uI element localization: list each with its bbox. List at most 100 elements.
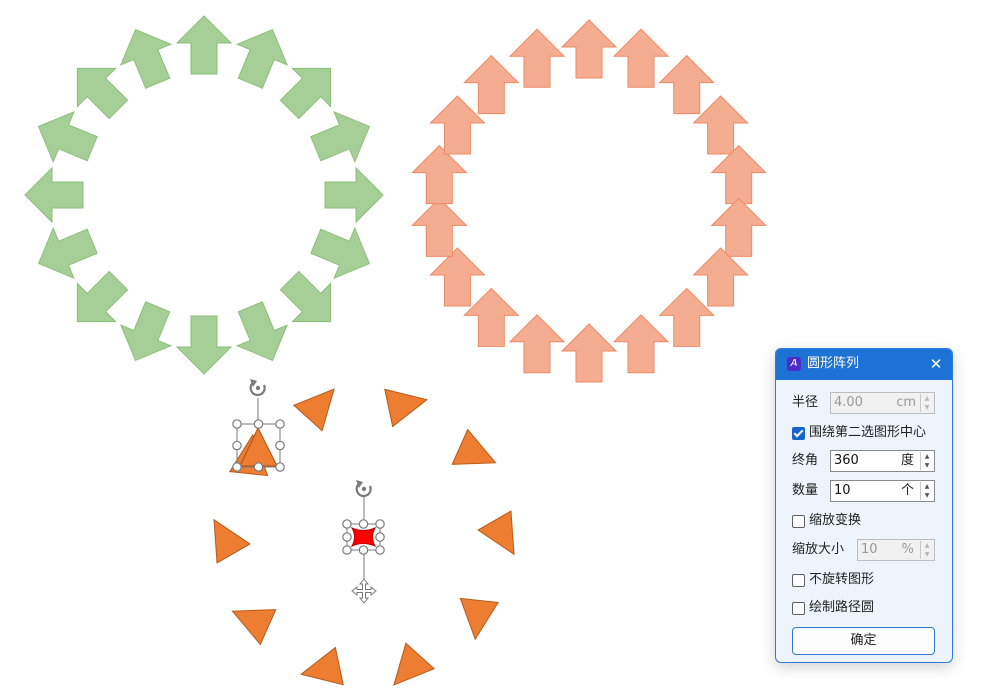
salmon-arrow[interactable]	[692, 247, 749, 307]
resize-handle[interactable]	[275, 462, 285, 472]
green-arrow[interactable]	[225, 296, 297, 370]
green-arrow[interactable]	[28, 216, 102, 288]
resize-handle[interactable]	[342, 519, 352, 529]
orange-triangle[interactable]	[225, 594, 277, 646]
green-arrow-ring[interactable]	[24, 15, 384, 375]
salmon-arrow[interactable]	[508, 28, 566, 88]
dialog-titlebar[interactable]: A 圆形阵列 ✕	[776, 349, 952, 380]
chevron-down-icon[interactable]: ▼	[924, 551, 930, 558]
salmon-arrow[interactable]	[658, 54, 715, 115]
resize-handle[interactable]	[232, 440, 242, 451]
green-arrow[interactable]	[28, 102, 102, 174]
circle-array-app-icon: A	[787, 357, 801, 371]
red-cross-shape[interactable]	[350, 526, 377, 548]
salmon-arrow[interactable]	[692, 95, 749, 155]
salmon-arrow[interactable]	[560, 323, 618, 383]
end-angle-row: 终角 360 度 ▲ ▼	[792, 450, 937, 472]
checkbox-icon[interactable]	[792, 427, 805, 440]
chevron-down-icon[interactable]: ▼	[924, 404, 930, 411]
resize-handle[interactable]	[375, 519, 385, 529]
end-angle-field[interactable]: 360 度 ▲ ▼	[830, 450, 935, 472]
count-stepper[interactable]: ▲ ▼	[920, 482, 933, 500]
salmon-arrow[interactable]	[429, 247, 486, 307]
salmon-arrow[interactable]	[560, 19, 618, 79]
count-field[interactable]: 10 个 ▲ ▼	[830, 480, 935, 502]
salmon-arrow[interactable]	[508, 314, 566, 374]
green-arrow[interactable]	[175, 15, 233, 75]
orange-triangle[interactable]	[456, 597, 500, 641]
radius-stepper[interactable]: ▲ ▼	[920, 394, 933, 412]
draw-path-circle-checkbox[interactable]: 绘制路径圆	[792, 600, 912, 616]
salmon-arrow[interactable]	[658, 287, 715, 347]
move-handle-icon[interactable]	[351, 578, 377, 604]
salmon-arrow[interactable]	[429, 95, 486, 155]
orange-triangle[interactable]	[297, 646, 344, 693]
orange-triangle[interactable]	[451, 428, 503, 481]
scale-size-stepper[interactable]: ▲ ▼	[920, 541, 933, 559]
radius-row: 半径 4.00 cm ▲ ▼	[792, 392, 937, 414]
resize-handle[interactable]	[375, 532, 385, 542]
count-value: 10	[834, 483, 851, 498]
salmon-arrow[interactable]	[612, 28, 670, 88]
green-arrow[interactable]	[271, 49, 350, 128]
chevron-up-icon[interactable]: ▲	[924, 395, 930, 402]
resize-handle[interactable]	[253, 462, 264, 472]
rotate-handle-icon[interactable]	[249, 379, 266, 397]
green-arrow[interactable]	[111, 19, 183, 93]
orange-triangle[interactable]	[380, 642, 436, 693]
chevron-up-icon[interactable]: ▲	[924, 542, 930, 549]
orange-triangle[interactable]	[198, 510, 251, 564]
no-rotate-checkbox[interactable]: 不旋转图形	[792, 572, 912, 588]
green-arrow[interactable]	[225, 19, 297, 93]
green-arrow[interactable]	[175, 315, 233, 375]
salmon-arrow[interactable]	[411, 197, 468, 257]
resize-handle[interactable]	[275, 419, 285, 429]
close-icon[interactable]: ✕	[929, 355, 943, 373]
resize-handle[interactable]	[275, 440, 285, 451]
resize-handle[interactable]	[253, 419, 264, 429]
ok-button[interactable]: 确定	[792, 627, 935, 655]
green-arrow[interactable]	[58, 49, 137, 128]
end-angle-stepper[interactable]: ▲ ▼	[920, 452, 933, 470]
checkbox-icon[interactable]	[792, 574, 805, 587]
orange-triangle[interactable]	[292, 376, 348, 432]
selection-handles[interactable]	[232, 419, 385, 555]
salmon-arrow-ring[interactable]	[411, 19, 767, 383]
chevron-down-icon[interactable]: ▼	[924, 492, 930, 499]
scale-size-field[interactable]: 10 % ▲ ▼	[857, 539, 935, 561]
radius-label: 半径	[792, 395, 819, 410]
resize-handle[interactable]	[375, 545, 385, 555]
orange-triangle[interactable]	[477, 510, 530, 564]
around-second-center-label: 围绕第二选图形中心	[809, 425, 927, 440]
green-arrow[interactable]	[305, 102, 379, 174]
salmon-arrow[interactable]	[463, 287, 520, 347]
resize-handle[interactable]	[232, 419, 242, 429]
selected-center-shape[interactable]	[346, 497, 381, 580]
around-second-center-checkbox[interactable]: 围绕第二选图形中心	[792, 425, 942, 441]
resize-handle[interactable]	[358, 545, 369, 555]
resize-handle[interactable]	[358, 519, 369, 529]
green-arrow[interactable]	[324, 166, 384, 224]
green-arrow[interactable]	[111, 296, 183, 370]
orange-triangle[interactable]	[384, 381, 431, 428]
green-arrow[interactable]	[271, 262, 350, 341]
chevron-up-icon[interactable]: ▲	[924, 453, 930, 460]
radius-field[interactable]: 4.00 cm ▲ ▼	[830, 392, 935, 414]
resize-handle[interactable]	[342, 545, 352, 555]
salmon-arrow[interactable]	[463, 54, 520, 115]
resize-handle[interactable]	[232, 462, 242, 472]
checkbox-icon[interactable]	[792, 515, 805, 528]
salmon-arrow[interactable]	[411, 144, 468, 205]
resize-handle[interactable]	[342, 532, 352, 542]
chevron-up-icon[interactable]: ▲	[924, 483, 930, 490]
checkbox-icon[interactable]	[792, 602, 805, 615]
salmon-arrow[interactable]	[710, 197, 767, 257]
salmon-arrow[interactable]	[612, 314, 670, 374]
green-arrow[interactable]	[24, 166, 84, 224]
rotate-handle-icon[interactable]	[355, 480, 372, 498]
green-arrow[interactable]	[58, 262, 137, 341]
chevron-down-icon[interactable]: ▼	[924, 462, 930, 469]
green-arrow[interactable]	[305, 216, 379, 288]
scale-transform-checkbox[interactable]: 缩放变换	[792, 513, 912, 529]
